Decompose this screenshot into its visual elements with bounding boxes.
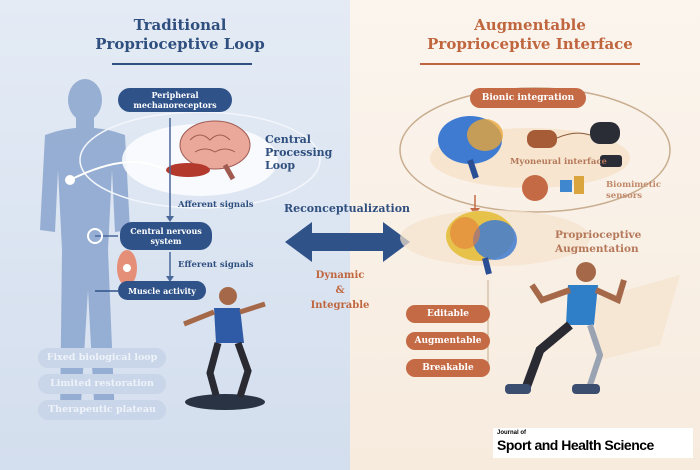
reconceptualization-label: Reconceptualization — [283, 202, 411, 215]
double-arrow-icon — [285, 222, 410, 262]
balance-athlete-icon — [183, 287, 266, 410]
biomimetic-sensors-label: Biomimetic sensors — [606, 180, 662, 201]
right-title-underline — [420, 63, 640, 65]
left-title-line1: Traditional — [133, 16, 227, 34]
central-processing-loop-label: Central Processing Loop — [265, 133, 333, 172]
journal-of-text: Journal of — [497, 430, 527, 436]
right-title-line1: Augmentable — [474, 16, 586, 34]
journal-name: Sport and Health Science — [497, 437, 654, 453]
human-silhouette-icon — [40, 79, 130, 420]
dynamic-integrable-label: Dynamic & Integrable — [305, 268, 375, 313]
biomimetic-sensor-icon — [522, 175, 548, 201]
left-title-underline — [112, 63, 252, 65]
property-augmentable: Augmentable — [406, 332, 490, 350]
dynamic-text: Dynamic — [315, 270, 365, 281]
integrable-text: Integrable — [310, 300, 370, 311]
journal-logo: Journal of Sport and Health Science — [493, 428, 693, 458]
proprioceptive-augmentation-label: Proprioceptive Augmentation — [555, 229, 642, 255]
limitation-therapeutic-plateau: Therapeutic plateau — [38, 400, 166, 420]
myoneural-interface-label: Myoneural interface — [510, 157, 607, 167]
brain-icon — [179, 120, 251, 181]
limitation-fixed-biological-loop: Fixed biological loop — [38, 348, 166, 368]
node-muscle-activity: Muscle activity — [118, 281, 206, 300]
property-breakable: Breakable — [406, 359, 490, 377]
prosthetic-sensor-icon — [590, 122, 620, 144]
left-title-line2: Proprioceptive Loop — [95, 35, 265, 53]
loop-ellipse — [79, 111, 321, 209]
property-editable: Editable — [406, 305, 490, 323]
myoneural-device-icon — [527, 130, 557, 148]
runner-with-prosthesis-icon — [505, 262, 627, 394]
muscle-icon — [166, 163, 210, 177]
efferent-signals-label: Efferent signals — [178, 260, 254, 270]
afferent-signals-label: Afferent signals — [178, 200, 254, 210]
bionic-integration-pill: Bionic integration — [470, 88, 586, 108]
ampersand-text: & — [335, 285, 345, 296]
right-title-line2: Proprioceptive Interface — [427, 35, 633, 53]
node-central-nervous-system: Central nervous system — [120, 222, 212, 250]
node-peripheral-mechanoreceptors: Peripheral mechanoreceptors — [118, 88, 232, 112]
limitation-limited-restoration: Limited restoration — [38, 374, 166, 394]
colorful-brain-icon — [438, 116, 503, 179]
augmented-brain-icon — [446, 211, 517, 275]
